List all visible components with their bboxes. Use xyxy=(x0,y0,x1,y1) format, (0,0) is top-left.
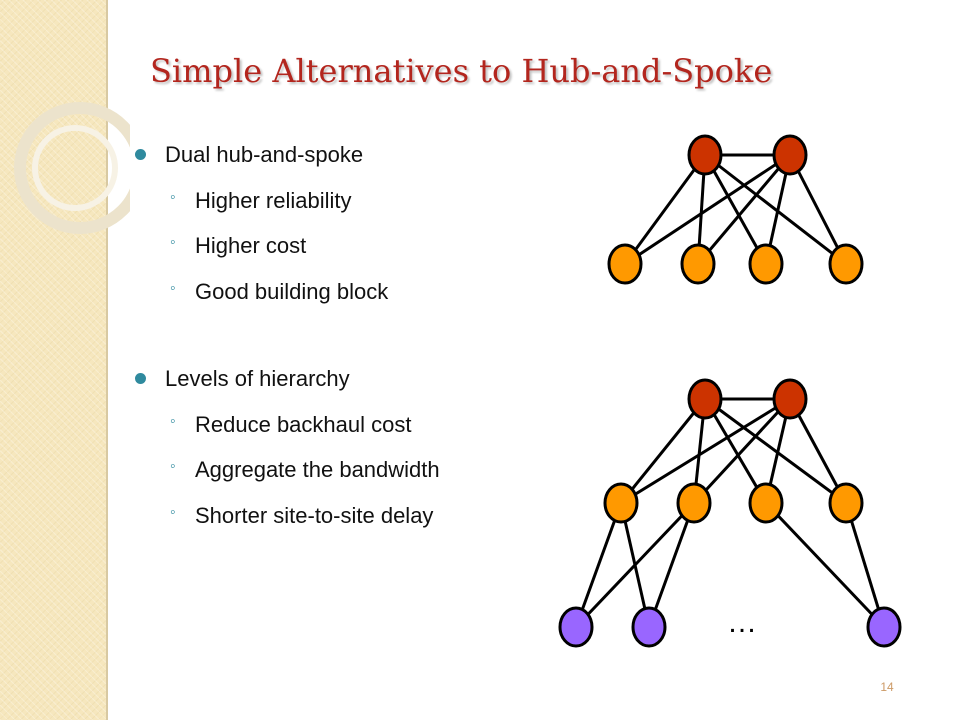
edge xyxy=(703,398,768,504)
edge xyxy=(788,154,848,265)
bullet-dot xyxy=(135,149,146,160)
hub-node xyxy=(772,378,808,420)
sub-bullet-marker: ◦ xyxy=(170,504,176,521)
leaf-node xyxy=(866,606,902,648)
sub-bullet-marker: ◦ xyxy=(170,280,176,297)
spoke-node xyxy=(828,482,864,524)
spoke-node xyxy=(748,482,784,524)
spoke-node xyxy=(748,243,784,285)
sub-bullet-marker: ◦ xyxy=(170,413,176,430)
bullet-text: Levels of hierarchy xyxy=(165,366,350,391)
edge xyxy=(620,397,791,505)
edge xyxy=(623,154,707,265)
bullet-text: Dual hub-and-spoke xyxy=(165,142,364,167)
edge xyxy=(704,397,847,505)
hub-node xyxy=(687,378,723,420)
sub-bullet-text: Aggregate the bandwidth xyxy=(195,457,440,482)
edge xyxy=(574,502,623,628)
edge xyxy=(764,501,886,629)
edge xyxy=(619,398,707,504)
sub-bullet-marker: ◦ xyxy=(170,458,176,475)
edge xyxy=(692,397,792,505)
sub-bullet-text: Shorter site-to-site delay xyxy=(195,503,434,528)
decorative-ring-small xyxy=(32,125,118,211)
slide-title: Simple Alternatives to Hub-and-Spoke xyxy=(150,52,773,90)
sub-bullet-marker: ◦ xyxy=(170,189,176,206)
leaf-node xyxy=(558,606,594,648)
spoke-node xyxy=(603,482,639,524)
bullet-dot xyxy=(135,373,146,384)
decorative-ring-large xyxy=(14,102,130,234)
edge xyxy=(624,153,791,266)
hub-node xyxy=(687,134,723,176)
slide-number: 14 xyxy=(880,680,894,694)
sub-bullet-text: Higher cost xyxy=(195,233,307,258)
edge xyxy=(647,502,696,628)
sub-bullet-text: Good building block xyxy=(195,279,389,304)
spoke-node xyxy=(828,243,864,285)
band-divider xyxy=(106,0,108,720)
hierarchy-nodes xyxy=(558,378,902,648)
spoke-node xyxy=(607,243,643,285)
decorative-rings xyxy=(14,102,130,234)
dual-hub-diagram xyxy=(623,153,848,266)
sub-bullet-text: Higher reliability xyxy=(195,188,352,213)
dual-hub-nodes xyxy=(607,134,864,285)
leaf-node xyxy=(631,606,667,648)
sub-bullet-marker: ◦ xyxy=(170,234,176,251)
diagram-ellipsis: … xyxy=(727,606,757,639)
edge xyxy=(704,153,847,266)
edge xyxy=(696,154,792,265)
spoke-node xyxy=(680,243,716,285)
spoke-node xyxy=(676,482,712,524)
hub-node xyxy=(772,134,808,176)
edge xyxy=(844,502,886,628)
sub-bullet-text: Reduce backhaul cost xyxy=(195,412,412,437)
edge xyxy=(574,501,696,629)
edge xyxy=(703,154,768,265)
